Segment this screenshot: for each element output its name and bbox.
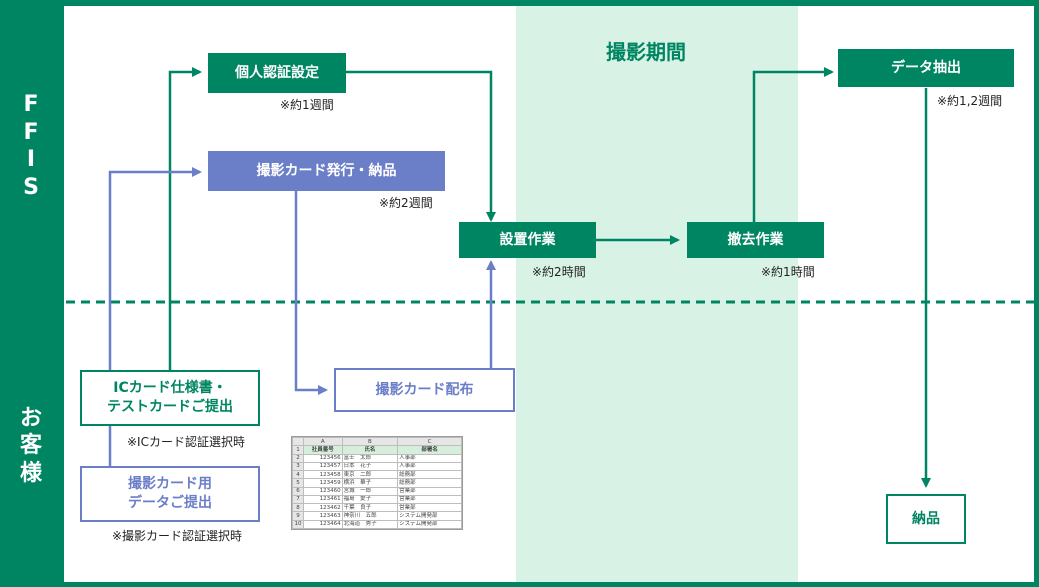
card-issue-note: ※約2週間 bbox=[379, 196, 433, 210]
sheet-row-number: 7 bbox=[292, 494, 304, 505]
sheet-cell: 総務部 bbox=[397, 478, 462, 488]
sheet-row-number: 8 bbox=[292, 503, 304, 513]
sheet-cell: 123462 bbox=[303, 503, 343, 513]
sheet-cell: 千葉 良子 bbox=[341, 503, 399, 513]
sheet-row-number: 1 bbox=[292, 445, 304, 455]
sheet-cell: 営業部 bbox=[397, 494, 462, 505]
sheet-row-number: 4 bbox=[292, 470, 304, 480]
sheet-cell: 福島 愛子 bbox=[341, 494, 399, 505]
removal-note: ※約1時間 bbox=[761, 265, 815, 279]
sheet-cell: 総務部 bbox=[397, 470, 462, 480]
sheet-cell: 人事部 bbox=[397, 453, 462, 463]
arrow-ic-to-personal-auth bbox=[168, 67, 202, 370]
lane-label-ffis: F F I S bbox=[23, 92, 39, 200]
sheet-cell: 123456 bbox=[303, 453, 343, 463]
sheet-cell: 123461 bbox=[303, 494, 343, 505]
ic-spec-note: ※ICカード認証選択時 bbox=[127, 435, 245, 449]
sheet-cell: システム開発部 bbox=[397, 519, 462, 530]
sheet-cell: 宮城 一郎 bbox=[341, 486, 399, 496]
sheet-cell: 北海道 秀子 bbox=[341, 519, 399, 530]
sheet-header-cell: 社員番号 bbox=[303, 445, 343, 455]
arrow-removal-to-data-extract bbox=[752, 67, 834, 222]
removal-box: 撤去作業 bbox=[687, 222, 824, 258]
arrow-to-card-issue bbox=[108, 167, 202, 370]
sheet-cell: 人事部 bbox=[397, 461, 462, 472]
card-issue-box: 撮影カード発行・納品 bbox=[208, 151, 445, 191]
sheet-cell: 営業部 bbox=[397, 486, 462, 496]
install-box: 設置作業 bbox=[459, 222, 596, 258]
sheet-row-number: 10 bbox=[292, 519, 304, 530]
arrow-personal-auth-to-install bbox=[346, 70, 496, 222]
sheet-cell: システム開発部 bbox=[397, 511, 462, 521]
sheet-col-letter: A bbox=[303, 436, 343, 447]
delivery-box: 納品 bbox=[886, 494, 966, 544]
sheet-cell: 東京 二郎 bbox=[341, 470, 399, 480]
sheet-cell: 富士 太郎 bbox=[341, 453, 399, 463]
sheet-row-number: 2 bbox=[292, 453, 304, 463]
period-band bbox=[516, 6, 798, 582]
sheet-col-letter: B bbox=[341, 436, 399, 447]
sheet-row-number: 3 bbox=[292, 461, 304, 472]
card-data-box: 撮影カード用 データご提出 bbox=[80, 466, 260, 522]
sheet-cell: 123460 bbox=[303, 486, 343, 496]
data-extract-box: データ抽出 bbox=[838, 49, 1014, 87]
sheet-row-number: 6 bbox=[292, 486, 304, 496]
card-distribute-box: 撮影カード配布 bbox=[334, 368, 515, 412]
lane-label-customer: お 客 様 bbox=[19, 405, 42, 486]
sheet-cell: 123464 bbox=[303, 519, 343, 530]
ic-spec-box: ICカード仕様書・ テストカードご提出 bbox=[80, 370, 260, 426]
period-label: 撮影期間 bbox=[606, 40, 686, 64]
personal-auth-note: ※約1週間 bbox=[280, 98, 334, 112]
sheet-cell: 123458 bbox=[303, 470, 343, 480]
sheet-header-cell: 部署名 bbox=[397, 445, 462, 455]
install-note: ※約2時間 bbox=[532, 265, 586, 279]
sheet-cell: 横浜 華子 bbox=[341, 478, 399, 488]
personal-auth-box: 個人認証設定 bbox=[208, 53, 346, 93]
sheet-cell: 123459 bbox=[303, 478, 343, 488]
arrow-card-issue-to-distribute bbox=[294, 191, 328, 395]
sheet-cell: 営業部 bbox=[397, 503, 462, 513]
card-data-note: ※撮影カード認証選択時 bbox=[112, 529, 243, 543]
sheet-cell: 123457 bbox=[303, 461, 343, 472]
sheet-col-letter: C bbox=[397, 436, 462, 447]
sheet-row-number: 9 bbox=[292, 511, 304, 521]
sheet-cell: 日本 花子 bbox=[341, 461, 399, 472]
sheet-row-number: 5 bbox=[292, 478, 304, 488]
sheet-header-cell: 氏名 bbox=[341, 445, 399, 455]
customer-label-area bbox=[6, 306, 56, 582]
sheet-cell: 神奈川 五郎 bbox=[341, 511, 399, 521]
sheet-cell: 123463 bbox=[303, 511, 343, 521]
data-extract-note: ※約1,2週間 bbox=[937, 94, 1003, 108]
sheet-col-letter bbox=[292, 436, 304, 447]
